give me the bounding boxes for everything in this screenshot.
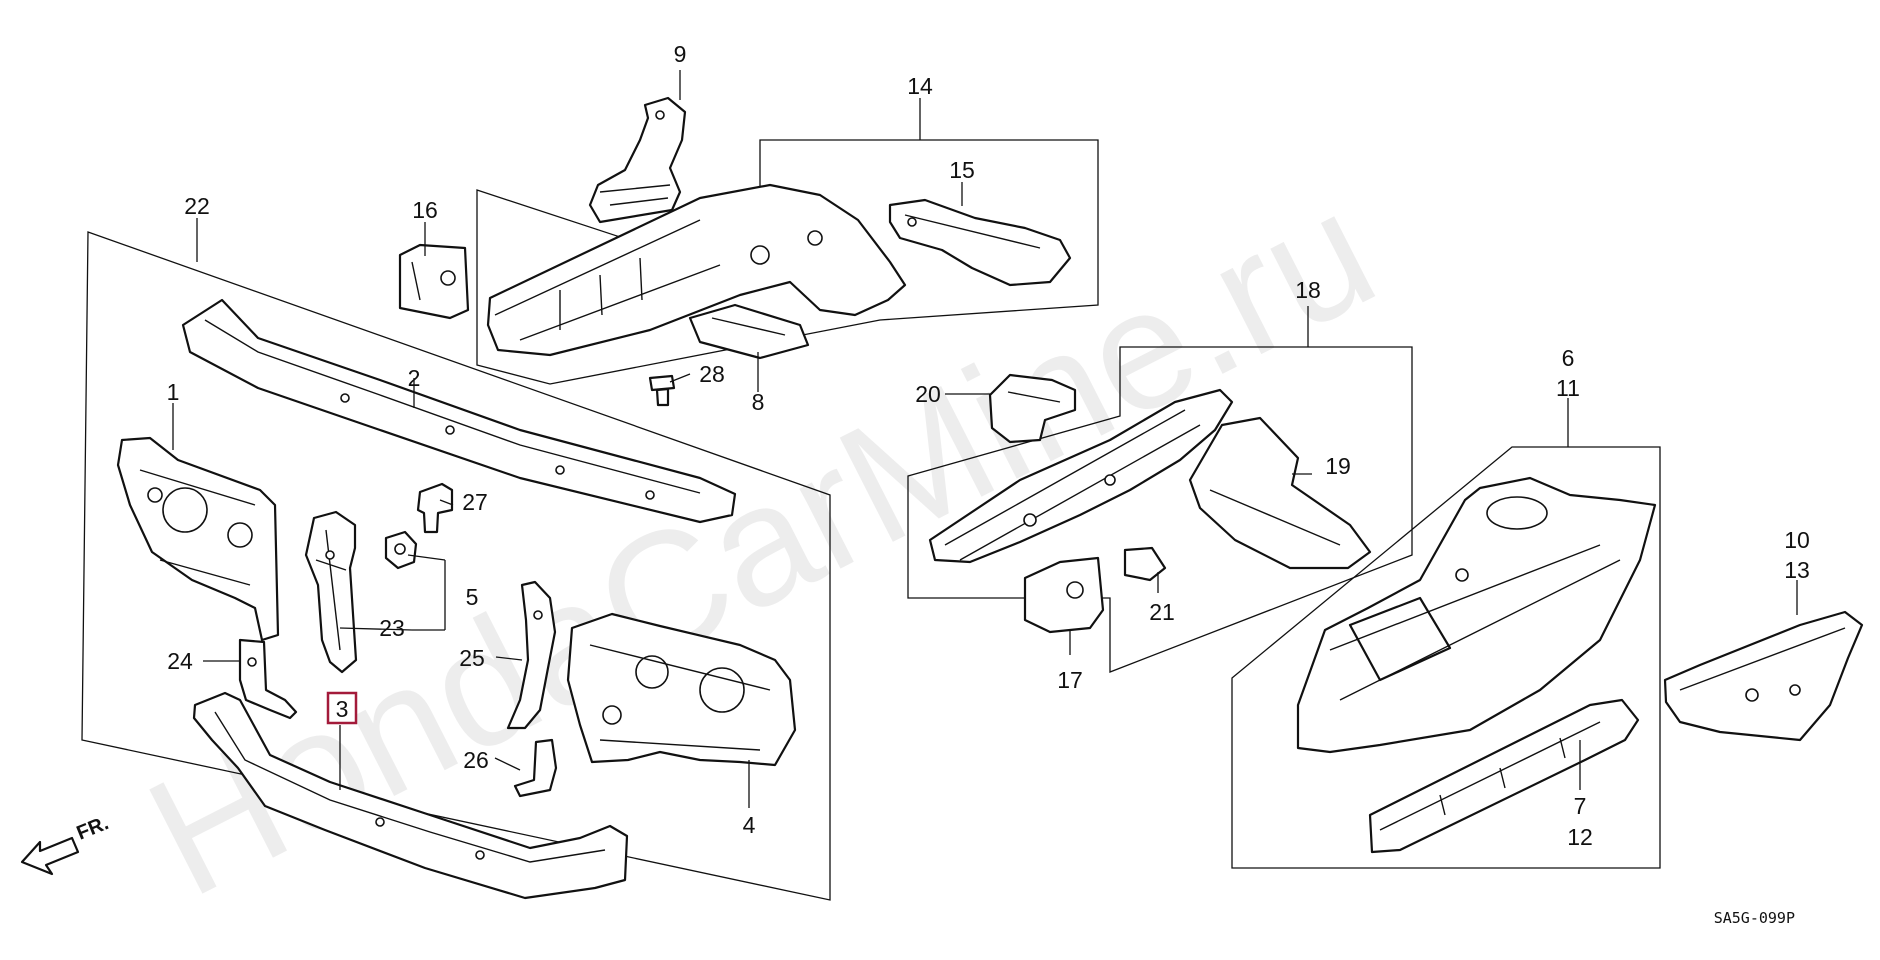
callout-8[interactable]: 8 (752, 389, 765, 415)
part-28-bolt[interactable] (648, 374, 676, 407)
part-16-bracket[interactable] (398, 243, 470, 320)
callout-16[interactable]: 16 (412, 197, 438, 223)
group-frame-22 (81, 231, 831, 901)
callout-21[interactable]: 21 (1149, 599, 1175, 625)
part-6-11-wheelhouse[interactable] (1296, 476, 1657, 754)
front-direction-label: FR. (74, 812, 112, 844)
front-arrow-icon (20, 836, 80, 876)
callout-3-highlighted[interactable]: 3 (326, 691, 358, 725)
callout-25[interactable]: 25 (459, 645, 485, 671)
part-23-upper-stay[interactable] (304, 510, 358, 674)
callout-3[interactable]: 3 (336, 696, 349, 722)
front-direction-indicator: FR. (20, 812, 112, 876)
part-8-plate[interactable] (688, 303, 810, 360)
part-21-small-bracket[interactable] (1123, 546, 1167, 582)
callout-28[interactable]: 28 (699, 361, 725, 387)
part-1-left-side-panel[interactable] (116, 436, 280, 642)
leader-lines (172, 70, 1798, 808)
callout-11[interactable]: 11 (1556, 375, 1580, 401)
callout-1[interactable]: 1 (167, 379, 180, 405)
callout-19[interactable]: 19 (1325, 453, 1351, 479)
callout-18[interactable]: 18 (1295, 277, 1321, 303)
diagram-code: SA5G-099P (1714, 909, 1795, 927)
callout-5[interactable]: 5 (466, 584, 479, 610)
callout-2[interactable]: 2 (408, 365, 421, 391)
callout-9[interactable]: 9 (674, 41, 687, 67)
callout-12[interactable]: 12 (1567, 824, 1593, 850)
part-14-front-side-frame[interactable] (486, 183, 907, 357)
part-17-bracket[interactable] (1023, 556, 1105, 634)
part-3-lower-bulkhead-frame[interactable] (192, 691, 629, 900)
part-27-small-bracket[interactable] (416, 482, 454, 534)
callout-15[interactable]: 15 (949, 157, 975, 183)
callout-6[interactable]: 6 (1562, 345, 1575, 371)
callout-20[interactable]: 20 (915, 381, 941, 407)
callout-26[interactable]: 26 (463, 747, 489, 773)
callout-24[interactable]: 24 (167, 648, 193, 674)
callout-7[interactable]: 7 (1574, 793, 1587, 819)
part-19-gusset[interactable] (1188, 416, 1372, 570)
part-4-right-side-panel[interactable] (566, 612, 797, 767)
part-9-top-bracket[interactable] (588, 96, 687, 224)
part-18-rear-frame[interactable] (928, 388, 1234, 564)
part-15-gusset[interactable] (888, 198, 1072, 287)
callout-14[interactable]: 14 (907, 73, 933, 99)
callout-4[interactable]: 4 (743, 812, 756, 838)
callout-23[interactable]: 23 (379, 615, 405, 641)
group-frame-6-11 (1231, 446, 1661, 869)
callout-13[interactable]: 13 (1784, 557, 1810, 583)
part-5-small-plate[interactable] (384, 530, 418, 570)
part-10-13-rear-member[interactable] (1663, 610, 1864, 742)
callout-22[interactable]: 22 (184, 193, 210, 219)
part-26-small-bracket[interactable] (513, 738, 558, 798)
part-20-bracket[interactable] (988, 373, 1077, 444)
callout-10[interactable]: 10 (1784, 527, 1810, 553)
part-24-lower-bracket[interactable] (238, 638, 298, 720)
callout-27[interactable]: 27 (462, 489, 488, 515)
group-frame-18 (907, 346, 1413, 673)
callout-17[interactable]: 17 (1057, 667, 1083, 693)
part-25-right-stay[interactable] (506, 580, 557, 730)
part-2-upper-bulkhead-frame[interactable] (181, 298, 737, 524)
callout-labels: 22 2 1 16 9 14 15 8 28 20 18 19 21 17 6 … (167, 41, 1810, 850)
highlight-box (326, 691, 358, 725)
part-7-12-lower-member[interactable] (1368, 698, 1640, 854)
